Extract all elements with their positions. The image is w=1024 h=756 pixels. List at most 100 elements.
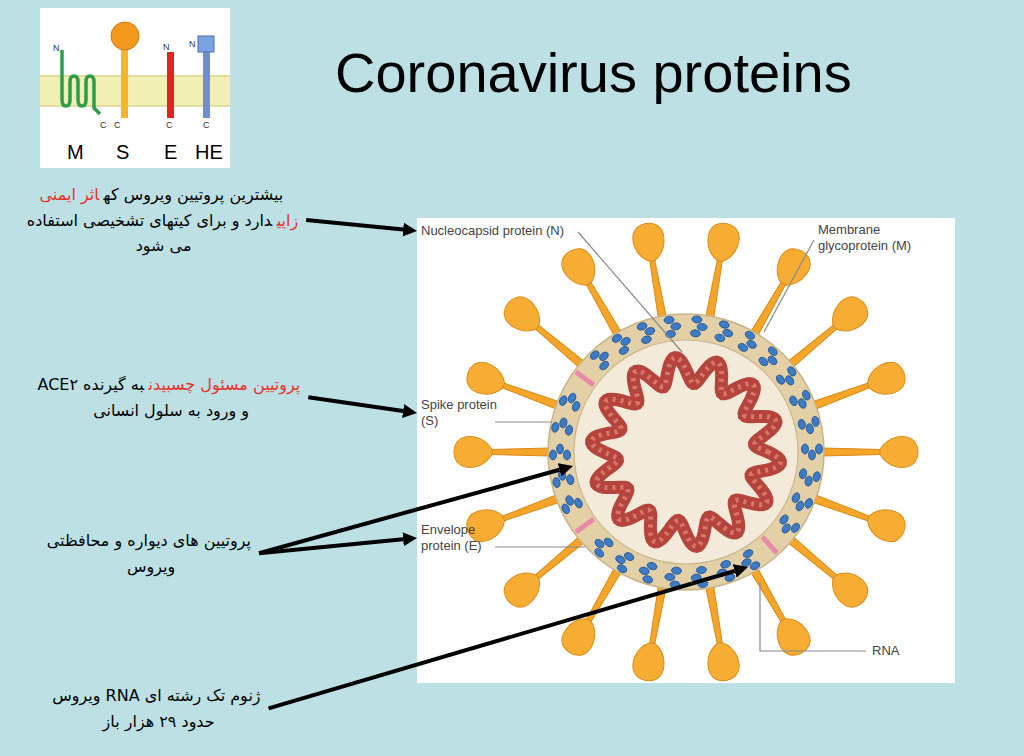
membrane-protein <box>790 522 802 534</box>
membrane-protein <box>671 567 682 575</box>
membrane-protein <box>775 374 787 386</box>
terminal-letter: N <box>163 41 170 53</box>
membrane-protein <box>598 350 610 362</box>
spike-head <box>770 612 816 660</box>
ring-protein <box>802 444 823 460</box>
membrane-protein <box>593 547 605 559</box>
spike-stalk <box>500 381 559 409</box>
spike-head <box>863 358 909 400</box>
spike-head <box>631 221 668 264</box>
note-text: دارد و برای کیتهای تشخیصی استفاده می شود <box>27 211 272 256</box>
membrane-protein <box>697 323 708 331</box>
spike-stalk <box>812 495 871 523</box>
spike-head <box>463 358 509 400</box>
membrane-protein <box>644 326 656 336</box>
membrane-protein <box>642 575 654 585</box>
spike-group <box>454 221 918 683</box>
ring-protein <box>760 535 778 555</box>
ring-protein <box>611 548 635 574</box>
label-text: Spike protein (S) <box>421 397 506 429</box>
membrane-protein <box>641 335 653 345</box>
ring-protein <box>737 548 761 574</box>
membrane-protein <box>558 395 568 407</box>
membrane-protein <box>799 468 808 479</box>
ring-protein <box>690 315 708 338</box>
spike <box>694 583 741 683</box>
spike-stalk <box>533 536 584 581</box>
membrane-protein <box>593 538 605 550</box>
spike-stalk <box>822 448 882 456</box>
membrane-protein <box>805 423 814 434</box>
ring-protein <box>575 517 596 534</box>
protein-letter: E <box>164 141 177 164</box>
membrane-protein <box>618 345 630 356</box>
he-protein-stem <box>203 52 210 118</box>
terminal-letter: N <box>189 38 196 50</box>
ring-protein <box>757 345 783 371</box>
membrane-protein <box>797 419 806 430</box>
terminal-letter: N <box>53 42 60 54</box>
membrane-protein <box>803 497 813 509</box>
callout-note: بیشترین پروتیین ویروس کهاثر ایمنی زاییدا… <box>20 182 305 259</box>
terminal-letter: C <box>203 119 210 131</box>
spike <box>557 243 632 342</box>
membrane-protein <box>589 349 601 361</box>
spike-head <box>498 565 547 613</box>
spike-stalk <box>812 381 871 409</box>
membrane-edge <box>40 75 230 77</box>
spike-stalk <box>706 258 724 318</box>
spike-head <box>454 437 492 468</box>
callout-note: پروتیین های دیواره و محافظتی ویروس <box>45 528 255 579</box>
membrane-protein-group <box>550 315 823 588</box>
terminal-letter: C <box>100 119 107 131</box>
membrane-protein <box>665 573 676 581</box>
protein-letter: S <box>116 141 129 164</box>
spike-stalk <box>585 280 622 336</box>
thumbnail-ground <box>40 8 230 168</box>
spike <box>809 358 910 420</box>
membrane-protein <box>696 566 707 574</box>
m-protein-symbol <box>62 50 100 114</box>
membrane-protein <box>791 492 801 504</box>
spike <box>780 528 873 613</box>
ring-protein <box>589 345 615 371</box>
label-text: Envelope protein (E) <box>421 522 506 554</box>
note-text: پروتیین مسئول چسبیدن <box>149 375 301 394</box>
spike-stalk <box>751 568 788 624</box>
ring-protein <box>797 468 821 488</box>
part-label: Membrane glycoprotein (M) <box>818 222 936 254</box>
rna-coil-stripe <box>592 358 781 547</box>
leader-line <box>495 421 552 422</box>
virus-interior <box>574 340 798 564</box>
envelope-protein <box>575 370 596 387</box>
membrane-protein <box>670 322 681 330</box>
membrane-protein <box>809 450 816 460</box>
s-protein-head <box>111 22 139 50</box>
ring-protein <box>636 559 658 584</box>
membrane-protein <box>767 345 779 357</box>
spike-head <box>498 291 547 339</box>
leader-line <box>578 232 682 352</box>
ring-protein <box>714 320 736 345</box>
envelope-protein <box>760 535 778 555</box>
slide-title: Coronavirus proteins <box>335 40 852 105</box>
leader-line <box>760 582 866 651</box>
membrane-protein <box>802 444 809 454</box>
spike-head <box>631 640 668 683</box>
spike-stalk <box>533 323 584 368</box>
spike-stalk <box>490 448 550 456</box>
membrane-protein <box>718 320 730 330</box>
ring-protein <box>611 330 635 356</box>
membrane-protein <box>571 400 581 412</box>
membrane-protein <box>620 336 632 347</box>
membrane-protein <box>564 495 574 507</box>
membrane-protein <box>788 395 798 407</box>
membrane-protein <box>784 374 796 386</box>
membrane-protein <box>598 360 610 372</box>
spike-stalk <box>751 280 788 336</box>
pointer-arrow <box>306 220 403 230</box>
membrane-protein <box>812 471 821 482</box>
spike-head <box>825 291 874 339</box>
membrane-protein <box>720 559 732 569</box>
ring-protein <box>775 513 801 538</box>
